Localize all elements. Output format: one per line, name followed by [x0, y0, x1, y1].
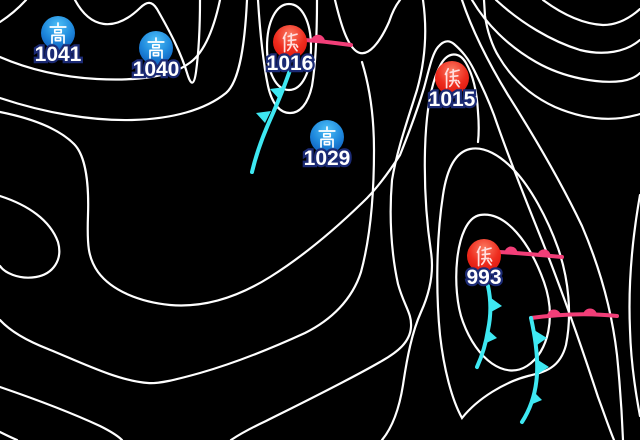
pressure-center-low-1016: 1016	[264, 25, 316, 77]
isobar-line	[229, 0, 427, 440]
pressure-value-label: 1029	[304, 147, 351, 170]
cold-front-1016	[250, 68, 292, 174]
cold-front-993	[475, 284, 502, 369]
isobar-line	[0, 0, 249, 122]
isobar-line	[482, 0, 640, 120]
isobar-line	[333, 0, 402, 55]
pressure-value-label: 1015	[429, 88, 476, 111]
isobar-line	[380, 53, 480, 440]
warm-front-secondary	[529, 308, 619, 320]
low-pressure-circle	[467, 239, 501, 273]
isobar-line	[628, 193, 640, 418]
isobar-line	[460, 0, 625, 440]
isobar-line	[0, 0, 28, 24]
pressure-value-label: 1040	[133, 58, 180, 81]
isobar-line	[265, 2, 313, 92]
low-pressure-circle	[273, 25, 307, 59]
pressure-center-high-1029: 1029	[301, 120, 353, 172]
isobar-line	[0, 194, 61, 279]
pressure-value-label: 1016	[267, 52, 314, 75]
pressure-center-layer: 1041 1040 1016 1015 1029 993	[32, 16, 504, 291]
warm-front-993	[497, 246, 564, 259]
front-layer	[250, 34, 619, 424]
pressure-value-label: 993	[466, 266, 501, 289]
cold-front-secondary	[520, 316, 549, 424]
isobar-line	[0, 40, 616, 440]
isobar-line	[0, 430, 19, 440]
isobar-line	[0, 60, 376, 385]
isobar-line	[0, 0, 222, 81]
isobar-line	[73, 0, 202, 84]
isobar-line	[436, 147, 571, 420]
pressure-center-low-1015: 1015	[426, 61, 478, 113]
pressure-center-high-1040: 1040	[130, 31, 182, 83]
pressure-center-low-993: 993	[464, 239, 504, 291]
pressure-value-label: 1041	[35, 43, 82, 66]
isobar-line	[541, 0, 640, 27]
isobar-line	[494, 0, 640, 54]
isobar-line	[455, 213, 551, 372]
isobar-line	[470, 0, 640, 83]
warm-front-1016	[303, 34, 353, 47]
isobar-line	[256, 0, 319, 115]
isobar-line	[0, 385, 124, 440]
low-pressure-circle	[435, 61, 469, 95]
pressure-center-high-1041: 1041	[32, 16, 84, 68]
